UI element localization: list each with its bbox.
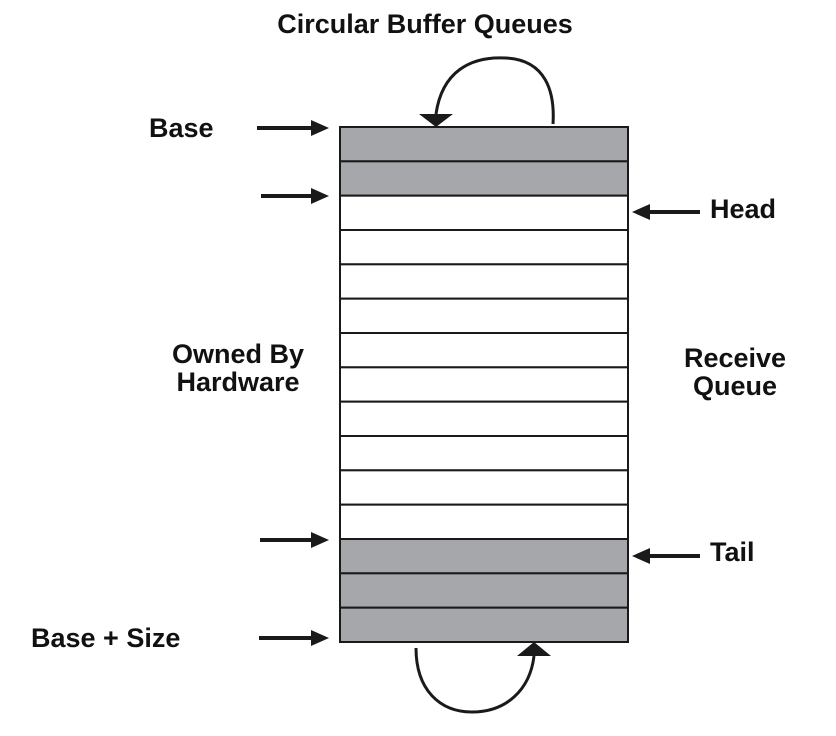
buffer-slot-empty bbox=[339, 400, 629, 437]
receive-queue-label: Receive Queue bbox=[660, 344, 810, 400]
buffer-slot-empty bbox=[339, 229, 629, 266]
buffer-slot-empty bbox=[339, 435, 629, 472]
buffer-slots bbox=[339, 126, 629, 644]
buffer-slot-empty bbox=[339, 469, 629, 506]
buffer-slot-shaded bbox=[339, 606, 629, 644]
base-label: Base bbox=[149, 113, 214, 143]
base-pointer-arrow-icon bbox=[257, 120, 329, 136]
buffer-slot-empty bbox=[339, 263, 629, 300]
head-label: Head bbox=[710, 194, 777, 224]
buffer-slot-empty bbox=[339, 297, 629, 334]
owned-by-hardware-line-1: Owned By bbox=[171, 339, 305, 369]
buffer-slot-empty bbox=[339, 366, 629, 403]
buffer-slot-empty bbox=[339, 332, 629, 369]
buffer-slot-shaded bbox=[339, 126, 629, 163]
diagram-title: Circular Buffer Queues bbox=[277, 9, 573, 39]
bottom-wrap-arrow-icon bbox=[414, 642, 551, 714]
owned-by-hardware-label: Owned By Hardware bbox=[148, 340, 328, 396]
hardware-end-pointer-arrow-icon bbox=[260, 532, 329, 548]
tail-label: Tail bbox=[710, 537, 755, 567]
receive-queue-line-2: Queue bbox=[692, 371, 778, 401]
owned-by-hardware-line-2: Hardware bbox=[176, 367, 300, 397]
hardware-start-pointer-arrow-icon bbox=[261, 188, 329, 204]
buffer-slot-shaded bbox=[339, 160, 629, 197]
tail-pointer-arrow-icon bbox=[632, 548, 700, 564]
buffer-slot-shaded bbox=[339, 538, 629, 575]
buffer-slot-shaded bbox=[339, 572, 629, 609]
base-plus-size-pointer-arrow-icon bbox=[259, 630, 329, 646]
buffer-slot-empty bbox=[339, 503, 629, 540]
head-pointer-arrow-icon bbox=[632, 204, 700, 220]
top-wrap-arrow-icon bbox=[419, 56, 555, 127]
base-plus-size-label: Base + Size bbox=[31, 623, 181, 653]
receive-queue-line-1: Receive bbox=[683, 343, 787, 373]
buffer-slot-empty bbox=[339, 194, 629, 232]
